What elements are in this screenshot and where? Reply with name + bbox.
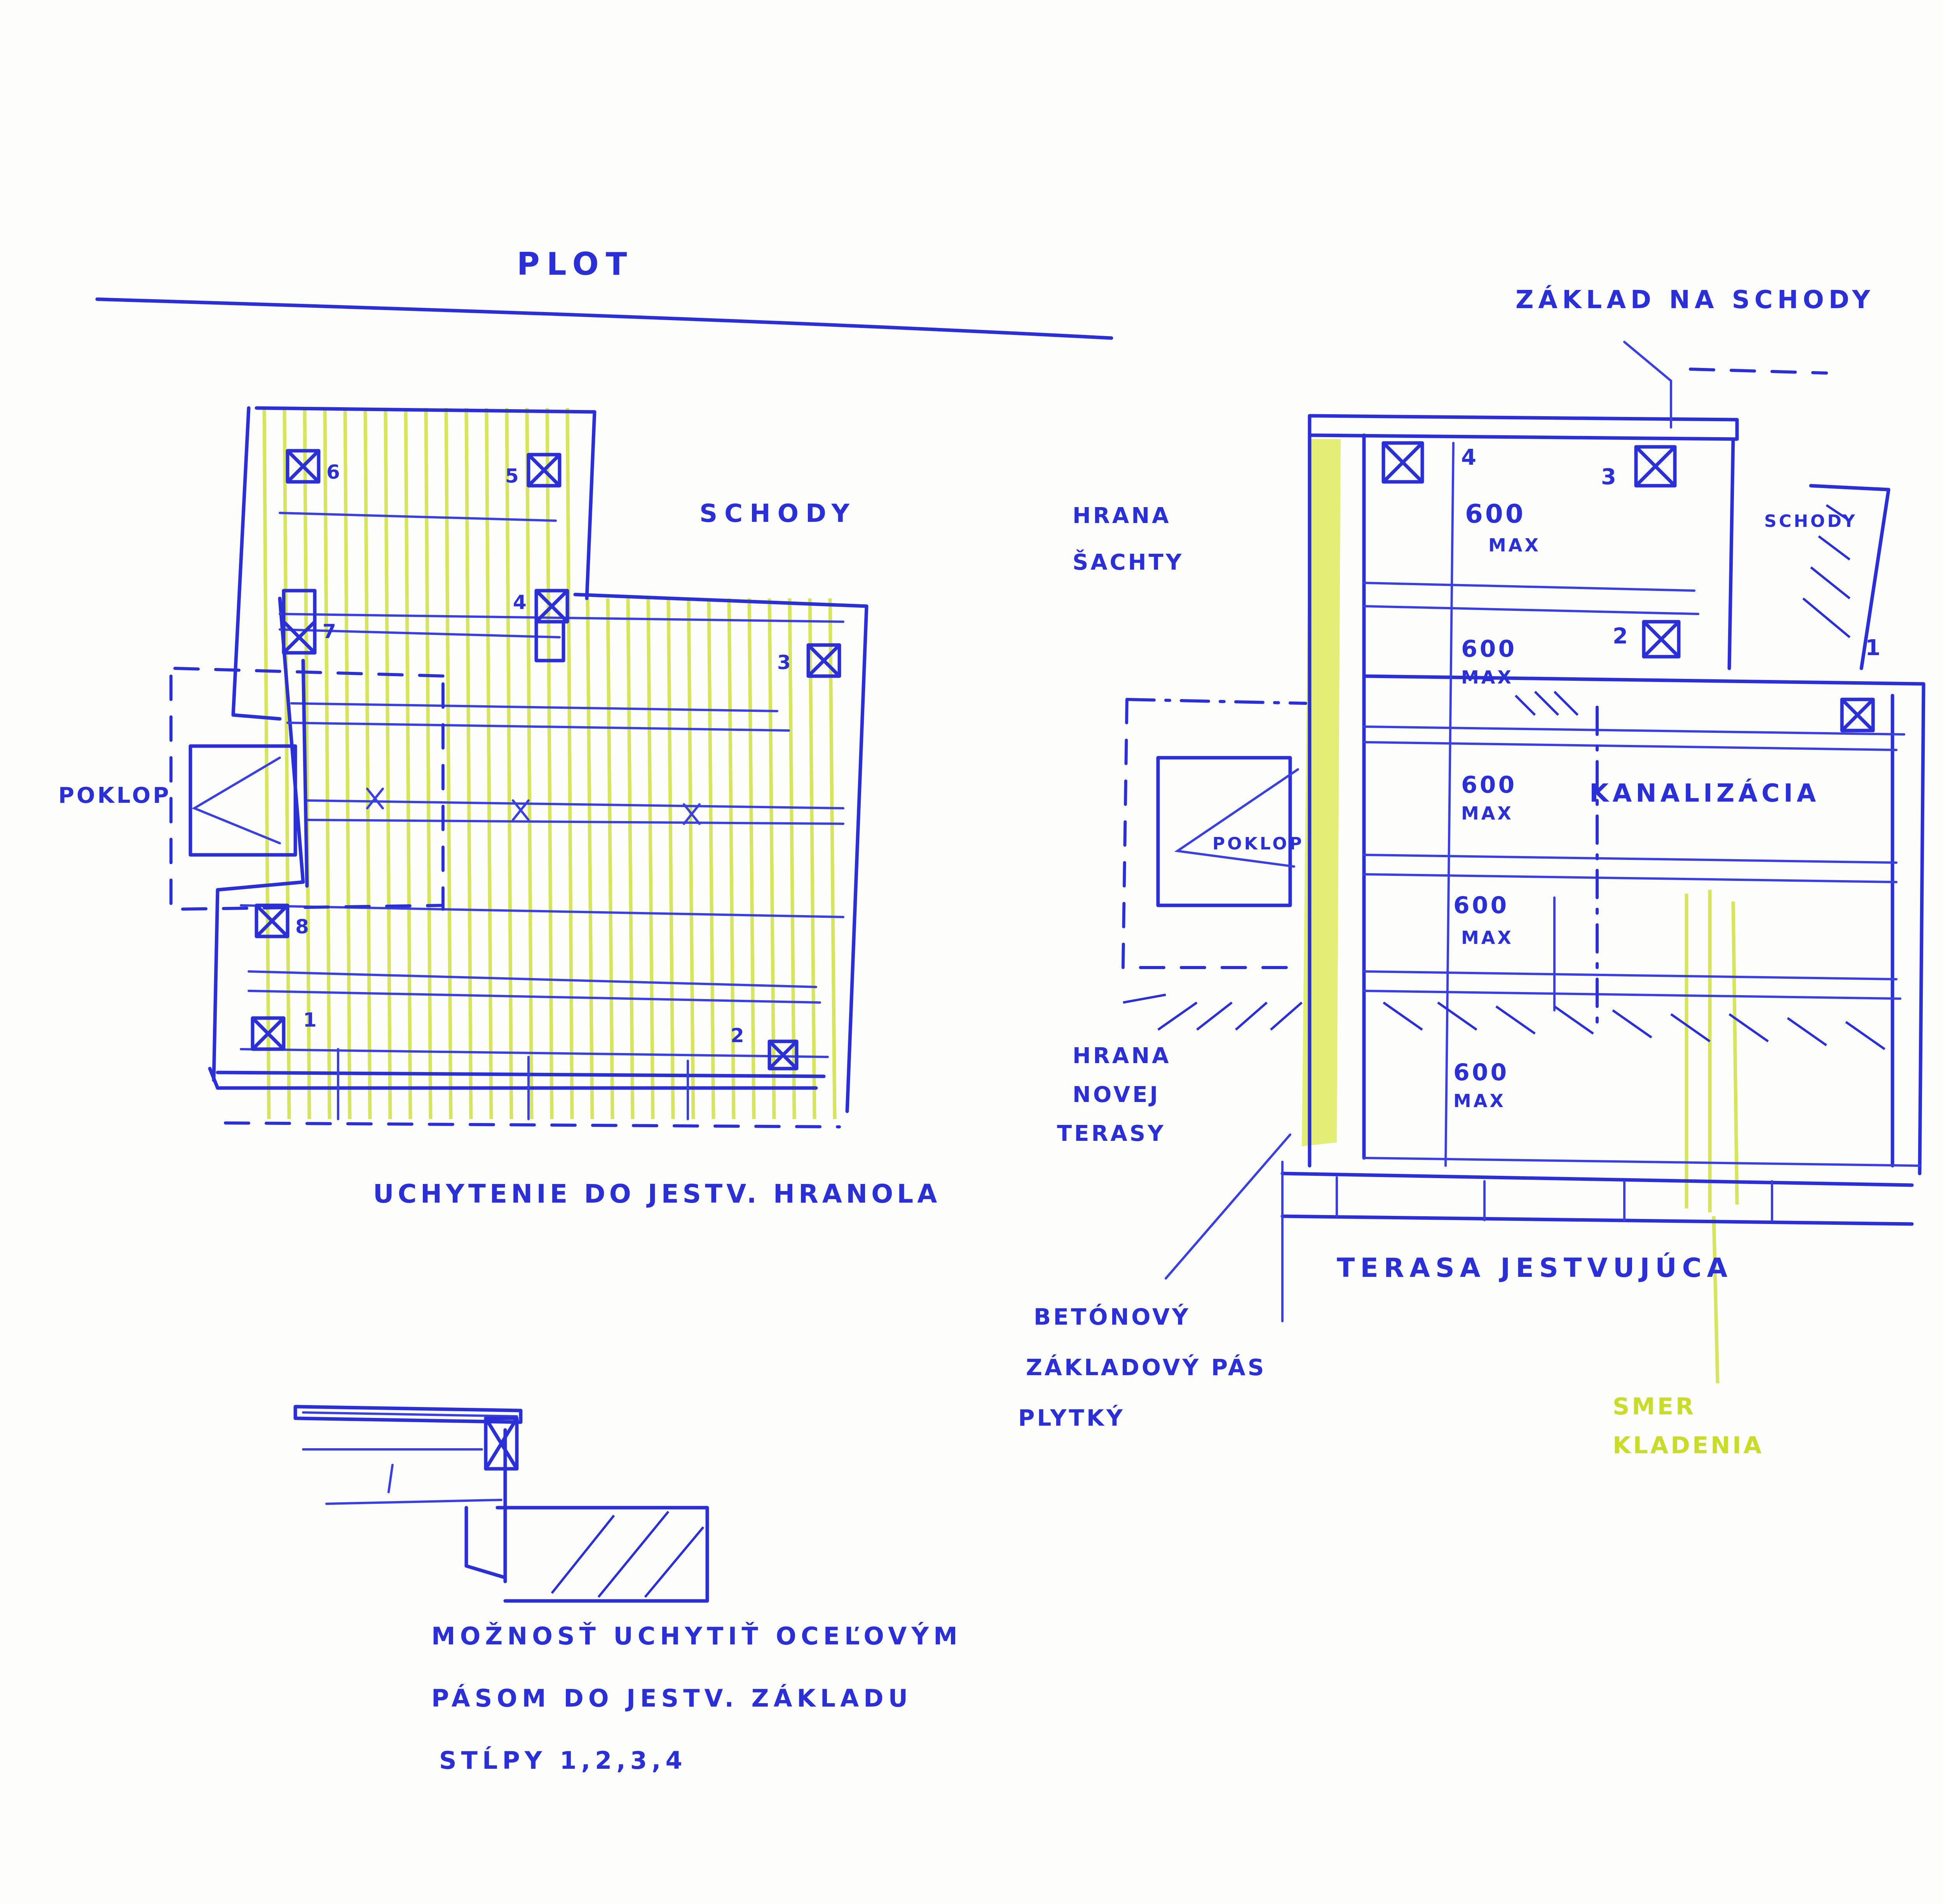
highlighter-stroke: [747, 598, 756, 1119]
foundation-label-3: PLYTKÝ: [1018, 1405, 1125, 1431]
post-number-r4: 4: [1461, 445, 1479, 470]
detail-note-line-3: STĹPY 1,2,3,4: [439, 1746, 687, 1775]
left-plan-caption: UCHYTENIE DO JESTV. HRANOLA: [373, 1179, 941, 1209]
laying-direction-label-2: KLADENIA: [1613, 1432, 1764, 1459]
highlighter-stroke: [565, 408, 574, 1119]
laying-direction-label-1: SMER: [1613, 1393, 1696, 1420]
detail-note-line-2: PÁSOM DO JESTV. ZÁKLADU: [431, 1684, 912, 1712]
highlighter-stroke: [505, 408, 513, 1119]
post-number-r3: 3: [1601, 464, 1619, 490]
highlighter-stroke: [283, 408, 291, 1119]
highlighter-stroke: [606, 598, 614, 1119]
sewer-label: KANALIZÁCIA: [1589, 779, 1820, 808]
highlighter-stroke: [666, 598, 675, 1119]
fence-line: [95, 297, 1113, 340]
highlighter-stroke: [646, 598, 655, 1119]
post-number-8: 8: [295, 915, 311, 938]
highlighter-stroke: [788, 598, 796, 1119]
left-plan-outline: [169, 406, 869, 1128]
foundation-label-2: ZÁKLADOVÝ PÁS: [1026, 1354, 1266, 1381]
shaft-edge-label-2: ŠACHTY: [1073, 550, 1184, 575]
highlighter-stroke: [586, 598, 594, 1119]
highlighter-stroke: [384, 408, 392, 1119]
highlighter-stroke: [687, 598, 695, 1119]
spacing-unit-3: MAX: [1461, 803, 1514, 824]
spacing-unit-5: MAX: [1453, 1090, 1506, 1111]
foundation-stairs-label: ZÁKLAD NA SCHODY: [1516, 286, 1875, 314]
left-plan-posts: [251, 449, 841, 1071]
spacing-unit-1: MAX: [1488, 535, 1541, 556]
foundation-label-1: BETÓNOVÝ: [1034, 1304, 1191, 1330]
spacing-value-1: 600: [1465, 499, 1526, 529]
highlighter-stroke: [525, 408, 534, 1119]
highlighter-stroke: [363, 408, 372, 1119]
right-plan-highlight: [1302, 439, 1739, 1384]
highlighter-stroke: [262, 408, 271, 1119]
existing-terrace-label: TERASA JESTVUJÚCA: [1337, 1253, 1733, 1283]
spacing-value-2: 600: [1461, 635, 1517, 663]
highlighter-stroke: [424, 408, 433, 1119]
post-number-r1: 1: [1865, 635, 1883, 661]
post-number-r2: 2: [1613, 624, 1630, 649]
new-terrace-label-3: TERASY: [1057, 1121, 1166, 1146]
highlighter-stroke: [323, 408, 331, 1119]
highlighter-stroke: [464, 408, 473, 1119]
post-number-1: 1: [303, 1009, 319, 1031]
new-terrace-label-1: HRANA: [1073, 1043, 1171, 1069]
hatch-label-right: POKLOP: [1212, 834, 1304, 854]
highlighter-stroke: [444, 408, 453, 1119]
highlighter-stroke: [485, 408, 493, 1119]
post-number-7: 7: [323, 620, 338, 643]
spacing-unit-4: MAX: [1461, 927, 1514, 948]
highlighter-stroke: [828, 598, 837, 1119]
highlighter-stroke: [343, 408, 352, 1119]
highlighter-stroke: [808, 598, 816, 1119]
post-number-4: 4: [513, 591, 529, 614]
post-number-5: 5: [505, 465, 521, 487]
highlighter-stroke: [404, 408, 412, 1119]
spacing-value-5: 600: [1453, 1059, 1509, 1086]
detail-note-line-1: MOŽNOSŤ UCHYTIŤ OCEĽOVÝM: [431, 1622, 962, 1650]
post-number-2: 2: [731, 1024, 747, 1047]
spacing-value-3: 600: [1461, 771, 1517, 799]
highlighter-stroke: [626, 598, 635, 1119]
highlighter-stroke: [727, 598, 736, 1119]
new-terrace-label-2: NOVEJ: [1073, 1082, 1160, 1107]
right-plan-posts: [1381, 441, 1875, 732]
fence-label: PLOT: [517, 246, 634, 282]
post-number-6: 6: [326, 461, 342, 483]
right-plan-outline: [1121, 341, 1926, 1322]
shaft-edge-label-1: HRANA: [1073, 503, 1171, 528]
highlighter-stroke: [545, 408, 554, 1119]
highlighter-stroke: [707, 598, 715, 1119]
stairs-label-left: SCHODY: [699, 499, 856, 528]
spacing-value-4: 600: [1453, 892, 1509, 919]
highlighter-stroke: [303, 408, 311, 1119]
post-number-3: 3: [777, 651, 793, 674]
highlighter-stroke: [767, 598, 776, 1119]
spacing-unit-2: MAX: [1461, 667, 1514, 688]
hatch-label-left: POKLOP: [58, 783, 171, 808]
detail-section: [293, 1405, 709, 1603]
left-plan-highlight: [262, 408, 837, 1119]
stairs-label-right: SCHODY: [1764, 511, 1858, 531]
